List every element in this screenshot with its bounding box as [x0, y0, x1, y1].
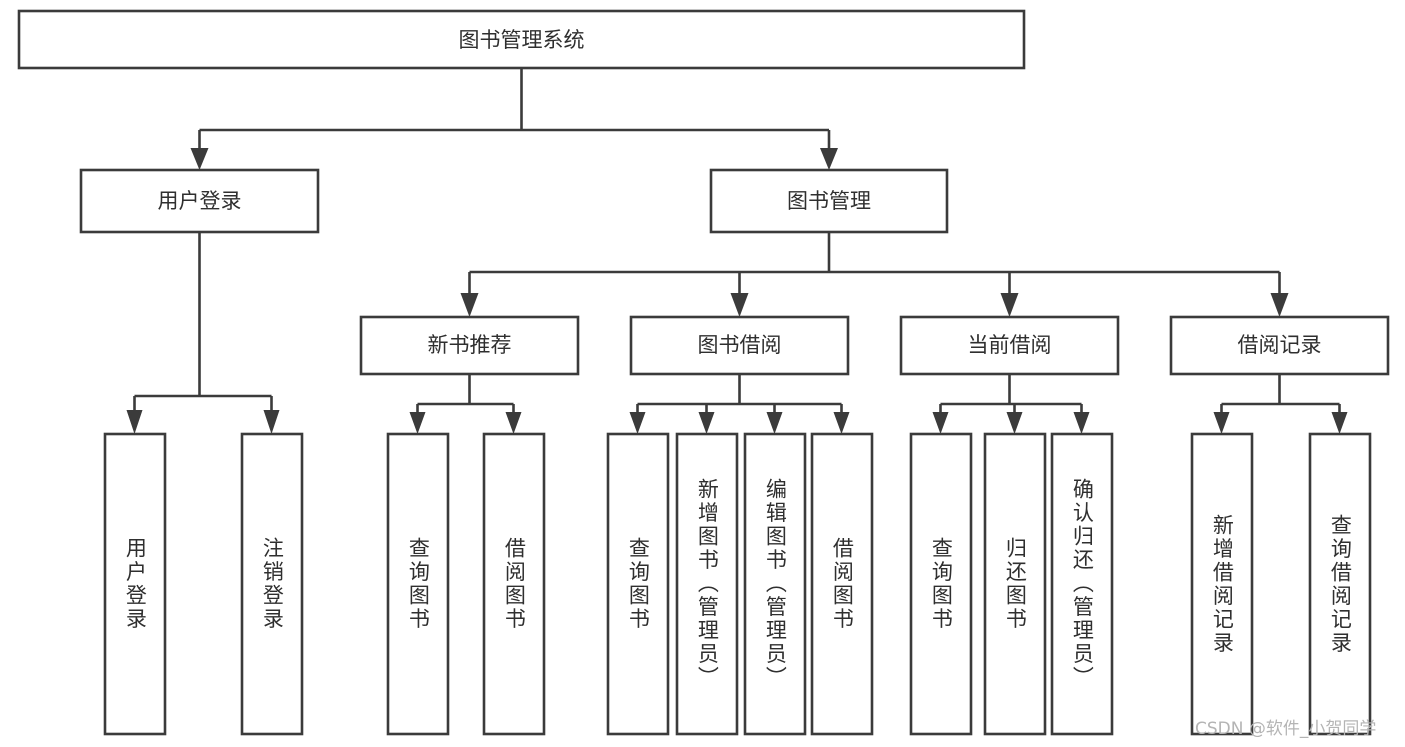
arrow-head-book-borrow: [730, 293, 749, 317]
node-new-book-rec[interactable]: 新书推荐: [359, 315, 580, 376]
leaf-borrow-book-1-box[interactable]: [482, 432, 546, 736]
node-book-borrow[interactable]: 图书借阅: [629, 315, 850, 376]
arrow-head-leaf-add-book: [698, 412, 715, 434]
arrow-head-new-book-rec: [460, 293, 479, 317]
connectors-bookborrow-to-leaves: [629, 374, 850, 434]
leaf-add-book-label: 新增图书（管理员）: [695, 478, 720, 690]
node-new-book-rec-label: 新书推荐: [428, 333, 512, 357]
node-borrow-record-label: 借阅记录: [1238, 333, 1322, 357]
node-borrow-record-box[interactable]: [1169, 315, 1390, 376]
arrow-head-leaf-add-record: [1213, 412, 1230, 434]
connectors-borrowrecord-to-leaves: [1213, 374, 1348, 434]
node-book-borrow-box[interactable]: [629, 315, 850, 376]
node-current-borrow-box[interactable]: [899, 315, 1120, 376]
arrow-head-leaf-query-record: [1331, 412, 1348, 434]
node-book-manage-label: 图书管理: [787, 189, 871, 213]
arrow-head-leaf-query-book-2: [629, 412, 646, 434]
connectors-currentborrow-to-leaves: [932, 374, 1090, 434]
leaf-confirm-return-box[interactable]: [1050, 432, 1114, 736]
leaf-edit-book-label: 编辑图书（管理员）: [763, 478, 788, 690]
arrow-head-current-borrow: [1000, 293, 1019, 317]
leaf-query-record-box[interactable]: [1308, 432, 1372, 736]
leaf-user-login-box[interactable]: [103, 432, 167, 736]
leaf-borrow-book-2-label: 借阅图书: [830, 537, 855, 631]
arrow-head-leaf-borrow-book-2: [833, 412, 850, 434]
leaf-return-book-label: 归还图书: [1003, 537, 1028, 631]
leaf-boxes: [103, 432, 1372, 736]
arrow-head-leaf-query-book-3: [932, 412, 949, 434]
arrow-head-leaf-edit-book: [766, 412, 783, 434]
leaf-query-book-2-box[interactable]: [606, 432, 670, 736]
node-root-box[interactable]: [17, 9, 1026, 70]
connectors-root-to-level2: [190, 68, 838, 170]
leaf-add-record-box[interactable]: [1190, 432, 1254, 736]
node-book-borrow-label: 图书借阅: [698, 333, 782, 357]
leaf-borrow-book-1-label: 借阅图书: [502, 537, 527, 631]
leaf-query-record-label: 查询借阅记录: [1328, 513, 1353, 655]
arrow-head-leaf-query-book-1: [409, 412, 426, 434]
leaf-confirm-return-label: 确认归还（管理员）: [1070, 478, 1095, 690]
node-user-login-box[interactable]: [79, 168, 320, 234]
leaf-query-book-1-box[interactable]: [386, 432, 450, 736]
node-book-manage-box[interactable]: [709, 168, 949, 234]
leaf-borrow-book-2-box[interactable]: [810, 432, 874, 736]
leaf-user-login-label: 用户登录: [123, 537, 148, 631]
connectors-userlogin-to-leaves: [126, 232, 280, 434]
node-user-login[interactable]: 用户登录: [79, 168, 320, 234]
arrow-head-user-login: [190, 148, 209, 170]
arrow-head-leaf-logout: [263, 410, 280, 434]
node-user-login-label: 用户登录: [158, 189, 242, 213]
node-current-borrow[interactable]: 当前借阅: [899, 315, 1120, 376]
leaf-logout-label: 注销登录: [260, 537, 285, 631]
node-root-label: 图书管理系统: [459, 28, 585, 52]
leaf-add-book-box[interactable]: [675, 432, 739, 736]
arrow-head-leaf-return-book: [1006, 412, 1023, 434]
leaf-logout-box[interactable]: [240, 432, 304, 736]
leaf-edit-book-box[interactable]: [743, 432, 807, 736]
leaf-query-book-1-label: 查询图书: [406, 537, 431, 631]
node-borrow-record[interactable]: 借阅记录: [1169, 315, 1390, 376]
arrow-head-book-manage: [820, 148, 838, 170]
arrow-head-leaf-user-login: [126, 410, 143, 434]
node-book-manage[interactable]: 图书管理: [709, 168, 949, 234]
node-current-borrow-label: 当前借阅: [968, 333, 1052, 357]
leaf-add-record-label: 新增借阅记录: [1210, 513, 1235, 655]
leaf-query-book-3-label: 查询图书: [929, 537, 954, 631]
arrow-head-borrow-record: [1270, 293, 1289, 317]
connectors-newbookrec-to-leaves: [409, 374, 522, 434]
leaf-return-book-box[interactable]: [983, 432, 1047, 736]
node-root[interactable]: 图书管理系统: [17, 9, 1026, 70]
node-new-book-rec-box[interactable]: [359, 315, 580, 376]
leaf-query-book-2-label: 查询图书: [626, 537, 651, 631]
arrow-head-leaf-confirm-return: [1073, 412, 1090, 434]
arrow-head-leaf-borrow-book-1: [505, 412, 522, 434]
connectors-bookmanage-to-level3: [460, 232, 1289, 317]
leaf-query-book-3-box[interactable]: [909, 432, 973, 736]
csdn-watermark: CSDN @软件_小贺同学: [1195, 719, 1377, 739]
